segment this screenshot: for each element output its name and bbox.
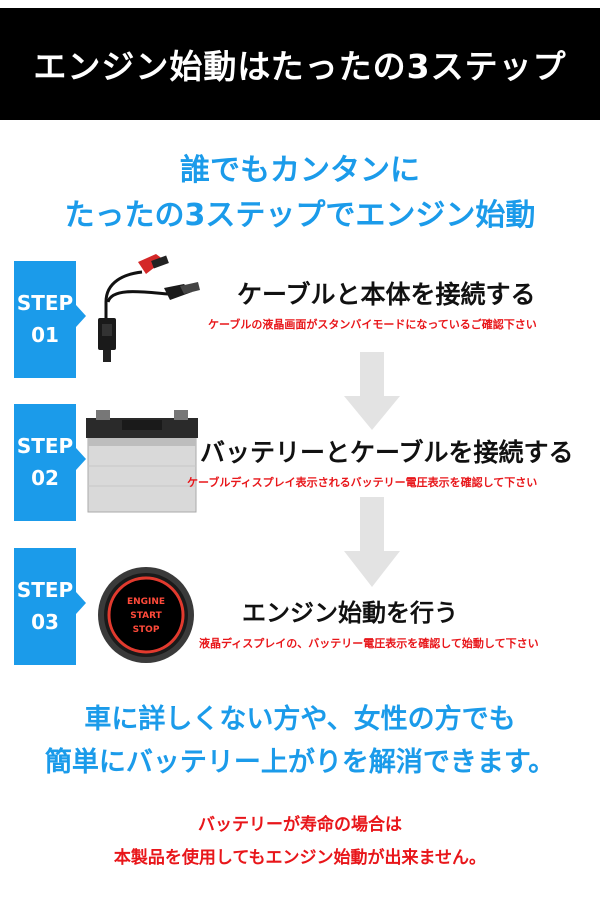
down-arrow-icon [344,352,400,430]
warning-line-1: バッテリーが寿命の場合は [198,815,402,835]
step-badge-01: STEP 01 [14,261,86,378]
button-text-stop: STOP [133,625,160,635]
step-title: ケーブルと本体を接続する [237,280,536,309]
step-note: 液晶ディスプレイの、バッテリー電圧表示を確認して始動して下さい [199,637,539,650]
step-label: STEP [16,578,74,602]
step-badge-03: STEP 03 [14,548,86,665]
headline-line-1: 誰でもカンタンに [180,153,420,188]
headline-line-2: たったの3ステップでエンジン始動 [64,198,536,233]
button-text-engine: ENGINE [127,597,165,607]
step-label: STEP [16,434,74,458]
step-note: ケーブルの液晶画面がスタンバイモードになっているご確認下さい [208,318,537,331]
step-note: ケーブルディスプレイ表示されるバッテリー電圧表示を確認して下さい [187,476,538,489]
step-title: エンジン始動を行う [242,599,458,627]
step-title: バッテリーとケーブルを接続する [200,438,574,467]
banner-title: エンジン始動はたったの3ステップ [33,47,567,86]
top-banner: エンジン始動はたったの3ステップ [0,8,600,120]
step-number: 01 [31,323,59,347]
down-arrow-icon [344,497,400,587]
step-label: STEP [16,291,74,315]
closing-line-2: 簡単にバッテリー上がりを解消できます。 [44,747,556,778]
car-battery-image [86,410,198,513]
step-number: 03 [31,610,59,634]
button-text-start: START [130,611,162,621]
step-number: 02 [31,466,59,490]
cable-clamp-image [98,254,200,362]
warning-line-2: 本製品を使用してもエンジン始動が出来ません。 [113,848,487,868]
closing-line-1: 車に詳しくない方や、女性の方でも [84,704,516,735]
step-badge-02: STEP 02 [14,404,86,521]
engine-start-button-image: ENGINE START STOP [98,567,194,663]
